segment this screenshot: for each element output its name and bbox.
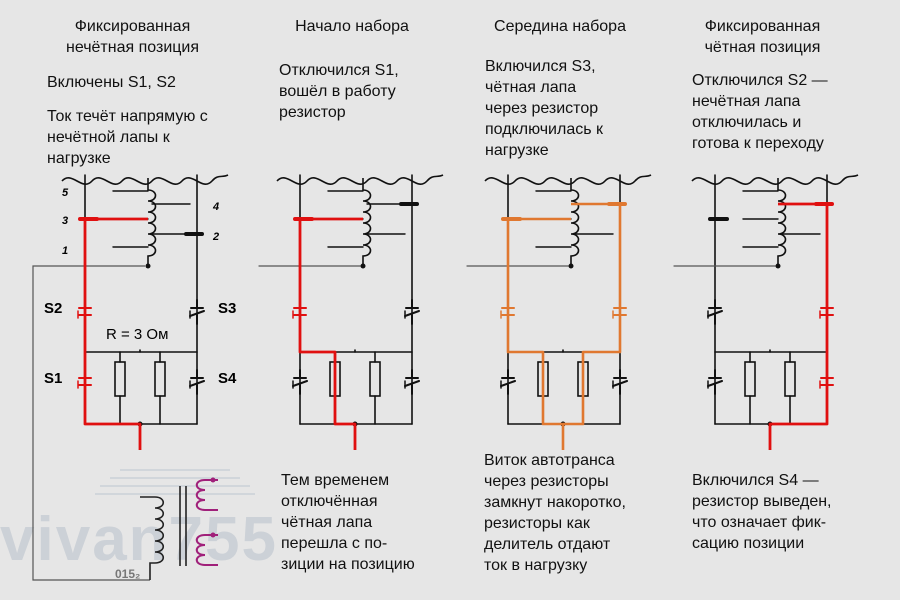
- schematic-panel-2: [258, 174, 444, 450]
- watermark-text: vivan755: [0, 505, 278, 574]
- tap-label-3: 3: [62, 215, 68, 227]
- tap-dot: [775, 263, 781, 269]
- switch-s1: [707, 369, 723, 395]
- figure-number: 015₂: [115, 567, 140, 581]
- current-path-even: [563, 202, 622, 426]
- switch-label-s3: S3: [218, 300, 236, 317]
- schematic-panel-3: [466, 174, 652, 450]
- winding-wave: [691, 174, 859, 185]
- panel-2-title: Начало набора: [295, 18, 409, 35]
- switch-s1: [500, 369, 516, 395]
- panel-3-description: Включился S3, чётная лапа через резистор…: [485, 58, 603, 159]
- tap-label-2: 2: [212, 231, 219, 243]
- watermark-lines: [95, 469, 255, 495]
- load-transformer: [140, 477, 218, 580]
- winding-wave: [484, 174, 652, 185]
- winding-wave: [61, 174, 229, 185]
- resistor-left: [114, 351, 126, 425]
- tap-dot: [360, 263, 366, 269]
- current-path: [83, 217, 148, 450]
- tap-label-4: 4: [212, 201, 219, 213]
- tap-dot: [145, 263, 151, 269]
- tap-coil: [362, 178, 372, 266]
- panel-2-description: Отключился S1, вошёл в работу резистор: [279, 62, 399, 121]
- resistor-left: [744, 351, 756, 425]
- tap-dot: [568, 263, 574, 269]
- resistor-right: [369, 351, 381, 425]
- current-path-odd: [506, 217, 571, 450]
- tap-coil: [147, 178, 157, 266]
- panel-2-bottom-text: Тем временем отключённая чётная лапа пер…: [281, 472, 415, 573]
- panel-1-subtitle: Включены S1, S2: [47, 74, 176, 91]
- switch-s2: [707, 299, 723, 325]
- switch-label-s1: S1: [44, 370, 62, 387]
- load-return-wire: [32, 265, 150, 581]
- switch-s3: [404, 299, 420, 325]
- resistor-right: [784, 351, 796, 425]
- tap-coil: [570, 178, 580, 266]
- panel-3-bottom-text: Виток автотранса через резисторы замкнут…: [484, 452, 626, 574]
- panel-3-title: Середина набора: [494, 18, 626, 35]
- switch-s3: [189, 299, 205, 325]
- current-path: [768, 202, 829, 450]
- winding-wave: [276, 174, 444, 185]
- switch-s4: [189, 369, 205, 395]
- switch-s4: [404, 369, 420, 395]
- switch-label-s2: S2: [44, 300, 62, 317]
- panel-4-bottom-text: Включился S4 — резистор выведен, что озн…: [692, 472, 832, 552]
- panel-1-title: Фиксированная нечётная позиция: [65, 18, 200, 56]
- schematic-panel-4: [673, 174, 859, 450]
- tap-coil: [777, 178, 787, 266]
- switch-label-s4: S4: [218, 370, 237, 387]
- switch-s1: [292, 369, 308, 395]
- tap-label-1: 1: [62, 245, 68, 257]
- panel-4-title: Фиксированная чётная позиция: [704, 18, 821, 56]
- resistance-label: R = 3 Ом: [106, 326, 168, 343]
- current-path: [298, 217, 363, 450]
- panel-1-description: Ток течёт напрямую с нечётной лапы к наг…: [47, 108, 208, 167]
- switch-s4: [612, 369, 628, 395]
- schematic-panel-1: [61, 174, 229, 450]
- tap-label-5: 5: [62, 187, 69, 199]
- panel-4-description: Отключился S2 — нечётная лапа отключилас…: [692, 72, 828, 152]
- resistor-right: [154, 351, 166, 425]
